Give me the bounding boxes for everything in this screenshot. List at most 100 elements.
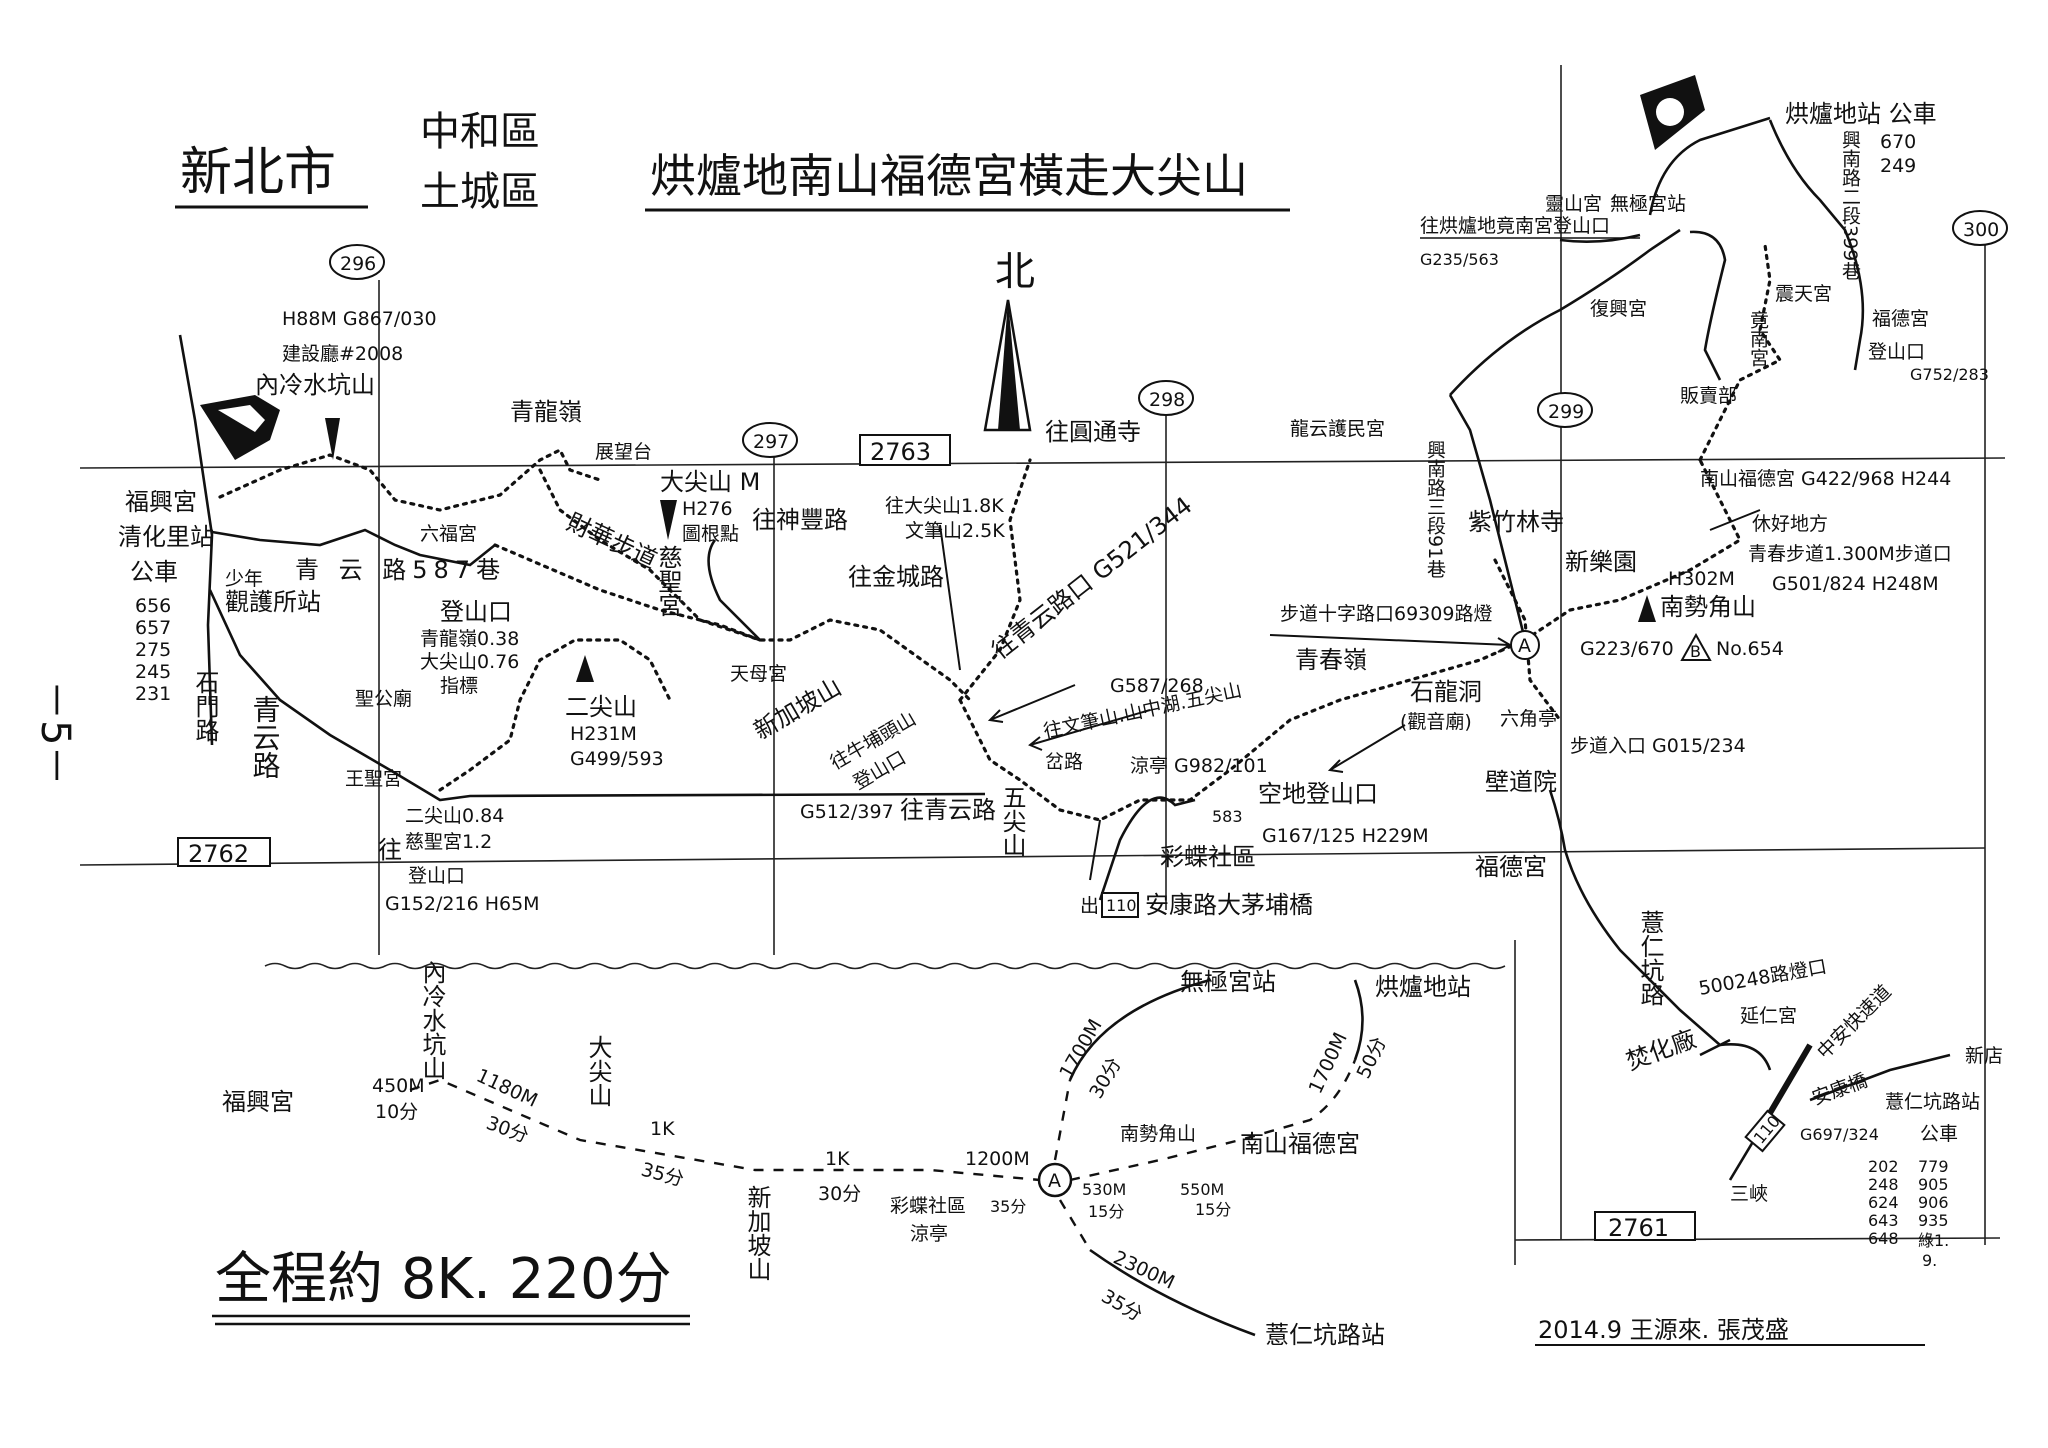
- summary-yiren-stop: 薏仁坑路站: [1265, 1321, 1385, 1349]
- fuxing-temple: 復興宮: [1590, 298, 1647, 320]
- peak-nanshijiao-icon: [1638, 595, 1656, 622]
- yiren-stop: 薏仁坑路站: [1885, 1091, 1980, 1113]
- fork-label: 岔路: [1045, 751, 1083, 773]
- summary-neilengshui: 內冷水坑山: [418, 960, 446, 1080]
- trailhead-b-label: 登山口: [408, 865, 465, 887]
- summary-fuxing: 福興宮: [222, 1088, 294, 1116]
- bus-route: 231: [135, 683, 171, 705]
- fuxinggong-label: 福興宮: [125, 488, 197, 516]
- sign-marker: 指標: [440, 675, 478, 697]
- dajianshan-height: H276: [682, 498, 733, 520]
- neilengshui-benchmark: 建設廳#2008: [282, 343, 403, 365]
- summary-leg3-time: 35分: [639, 1159, 686, 1191]
- shenggong-temple-label: 聖公廟: [355, 688, 412, 710]
- longyun-temple: 龍云護民宮: [1290, 418, 1385, 440]
- summary-leg3-distance: 1K: [650, 1118, 675, 1140]
- summary-nanshan-fude: 南山福德宮: [1240, 1130, 1360, 1158]
- to-qingyun-road: 往青云路: [900, 796, 996, 824]
- summary-leg5-time: 35分: [990, 1197, 1026, 1216]
- bus-route: 275: [135, 639, 171, 661]
- shop-label: 販賣部: [1680, 385, 1737, 407]
- qinglongling-label: 青龍嶺: [510, 398, 582, 426]
- wuji-stop: 無極宮站: [1610, 193, 1686, 215]
- grid-2762: 2762: [188, 840, 249, 868]
- zhentian-temple: 震天宮: [1775, 283, 1832, 305]
- bus-route: 202: [1868, 1157, 1899, 1176]
- summary-point-a-circle: [1037, 1162, 1073, 1198]
- youth-trail-label: 青春步道1.300M步道口: [1748, 543, 1952, 565]
- zizhulin-temple: 紫竹林寺: [1468, 508, 1564, 536]
- bus-route: 245: [135, 661, 171, 683]
- shilong-cave: 石龍洞: [1410, 678, 1482, 706]
- nanshijiao-label: 南勢角山: [1660, 593, 1756, 621]
- bus-route: 935: [1918, 1211, 1949, 1230]
- summary-leg8-distance: 530M: [1082, 1180, 1126, 1199]
- summary-leg8-time: 15分: [1088, 1202, 1124, 1221]
- open-trailhead-gps: G167/125 H229M: [1262, 825, 1429, 847]
- to-yuantong-temple: 往圓通寺: [1045, 418, 1141, 446]
- trail-entry-gps: 步道入口 G015/234: [1570, 735, 1746, 757]
- pavilion-gps: 涼亭 G982/101: [1130, 755, 1268, 777]
- nanshijiao-number: No.654: [1716, 638, 1784, 660]
- grid-297-circle: [742, 422, 798, 458]
- neilengshui-elevation: H88M G867/030: [282, 308, 437, 330]
- page-number: －5－: [32, 680, 78, 785]
- bidao-temple: 壁道院: [1485, 768, 1557, 796]
- grid-298-circle: [1138, 380, 1194, 416]
- point-b-label: B: [1690, 642, 1701, 661]
- juvenile-stop-2: 觀護所站: [225, 588, 321, 616]
- summary-leg5-distance: 1200M: [965, 1148, 1030, 1170]
- bus-route: 648: [1868, 1229, 1899, 1248]
- xindian-label: 新店: [1965, 1045, 2003, 1067]
- sign-qinglongling: 青龍嶺0.38: [420, 628, 519, 650]
- trailhead-b-gps: G152/216 H65M: [385, 893, 540, 915]
- grid-2762-box: [177, 837, 271, 867]
- water-tank-inner-icon: [218, 405, 265, 432]
- cishenggong-label: 慈聖宮: [654, 545, 682, 617]
- open-trailhead-label: 空地登山口: [1258, 780, 1378, 808]
- summary-leg1-time: 10分: [375, 1101, 418, 1123]
- to-shenfeng-road: 往神豐路: [752, 506, 848, 534]
- grid-297: 297: [753, 431, 789, 453]
- hongludi-bus: 670: [1880, 131, 1916, 153]
- exit-label: 出: [1080, 895, 1099, 917]
- grid-298: 298: [1149, 389, 1185, 411]
- road-110-box: [1101, 892, 1139, 918]
- north-arrow-fill-icon: [998, 300, 1020, 430]
- yanren-temple: 延仁宮: [1740, 1005, 1797, 1027]
- summary-leg7-distance: 1700M: [1305, 1029, 1352, 1097]
- bus-route: 248: [1868, 1175, 1899, 1194]
- tianmugong-label: 天母宮: [730, 663, 787, 685]
- exit-road-number: 110: [1106, 896, 1137, 915]
- qingyun-road-label: 青云路: [249, 695, 282, 779]
- lingshan-temple: 靈山宮: [1545, 193, 1602, 215]
- hongludi-gps: G235/563: [1420, 250, 1499, 269]
- direction-arrows: [939, 509, 1761, 881]
- summary-hongludi: 烘爐地站: [1375, 973, 1471, 1001]
- summary-total: 全程約 8K. 220分: [215, 1247, 672, 1312]
- sanxia-label: 三峽: [1730, 1183, 1768, 1205]
- bus-routes-right-2: 779 905 906 935 綠1. 9.: [1918, 1157, 1949, 1270]
- hexagon-pavilion: 六角亭: [1500, 708, 1557, 730]
- summary-leg10-distance: 2300M: [1110, 1247, 1178, 1294]
- crossroad-lamp: 步道十字路口69309路燈: [1280, 603, 1492, 625]
- summary-leg4-distance: 1K: [825, 1148, 850, 1170]
- youth-trail-gps: G501/824 H248M: [1772, 573, 1939, 595]
- fudegong-gps: G752/283: [1910, 365, 1989, 384]
- district-1: 中和區: [420, 109, 540, 155]
- summary-nanshijiao: 南勢角山: [1120, 1123, 1196, 1145]
- district-2: 土城區: [420, 169, 540, 215]
- nanshijiao-gps: G223/670: [1580, 638, 1674, 660]
- xingnan-rd-sec3: 興南路三段91巷: [1424, 440, 1446, 578]
- grid-299-circle: [1537, 392, 1593, 428]
- hongludi-landmark-ring-icon: [1656, 98, 1684, 126]
- hongludi-stop: 烘爐地站 公車: [1785, 100, 1937, 128]
- qingyun-lane-label: 青 云 路587巷: [295, 556, 506, 584]
- summary-leg4-time: 30分: [818, 1183, 861, 1205]
- summary-leg9-distance: 550M: [1180, 1180, 1224, 1199]
- sign-cishenggong: 慈聖宮1.2: [405, 831, 492, 853]
- bus-routes-left: 656 657 275 245 231: [135, 595, 171, 705]
- bus-route: 643: [1868, 1211, 1899, 1230]
- summary-leg6-time: 30分: [1085, 1054, 1126, 1102]
- water-tank-icon: [200, 395, 280, 460]
